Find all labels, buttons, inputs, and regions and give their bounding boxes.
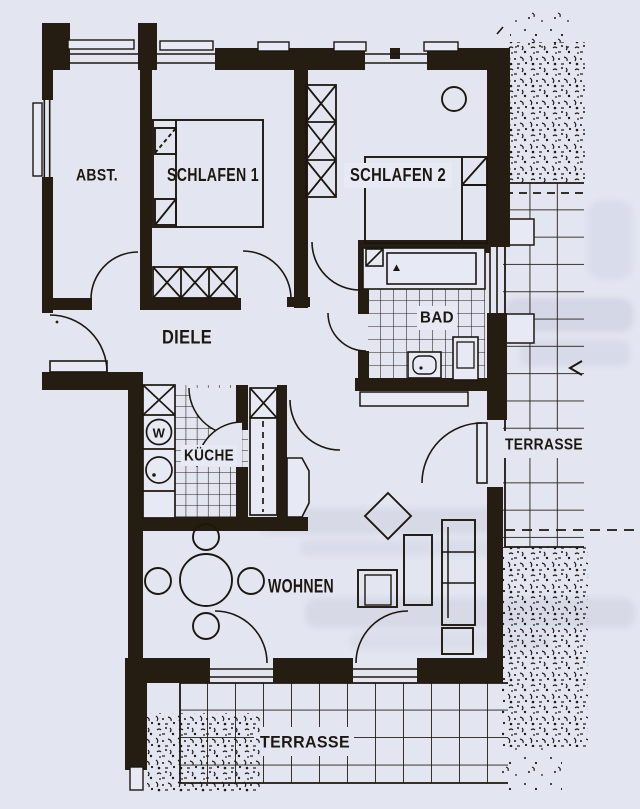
room-label-schlafen1: SCHLAFEN 1 xyxy=(167,165,259,185)
chair-icon xyxy=(237,567,265,595)
door-threshold xyxy=(210,668,417,678)
chair-icon xyxy=(192,523,220,551)
room-wohnen: WOHNEN xyxy=(144,491,476,655)
room-kueche: W KÜCHE xyxy=(142,384,310,519)
window xyxy=(32,100,51,177)
room-label-bg xyxy=(344,163,452,188)
armchair-seat xyxy=(364,574,392,606)
terrace-bottom-label: TERRASSE xyxy=(260,733,350,752)
terrace-door-right xyxy=(421,422,488,484)
room-label-kueche: KÜCHE xyxy=(184,446,234,465)
threshold-step xyxy=(359,391,469,407)
room-label-schlafen2: SCHLAFEN 2 xyxy=(350,165,446,185)
doors xyxy=(49,241,488,664)
terrace-door-arc xyxy=(214,610,268,664)
toilet-icon xyxy=(407,351,442,379)
dining-table-icon xyxy=(179,553,233,607)
terrace-bottom-label-bg xyxy=(254,727,354,756)
pillar-cap xyxy=(333,41,367,52)
terrace-right-label: TERRASSE xyxy=(505,437,583,454)
windows xyxy=(32,39,498,678)
armchair-diamond-icon xyxy=(363,491,413,541)
door-arc xyxy=(327,312,367,352)
bed-icon xyxy=(152,119,264,228)
planter-column xyxy=(125,658,147,770)
sink-icon xyxy=(452,336,479,381)
washing-machine-icon: W xyxy=(145,418,173,446)
kitchen-sink-icon xyxy=(145,456,173,484)
terrace-door-arc xyxy=(355,610,409,664)
bed-icon xyxy=(364,156,488,244)
window xyxy=(67,39,138,64)
armchair-icon xyxy=(357,569,398,608)
shrub-texture xyxy=(502,547,588,747)
kitchen-unit xyxy=(142,384,176,519)
wardrobe-icon xyxy=(152,266,238,299)
stool-icon xyxy=(441,86,467,112)
shrub-texture xyxy=(147,713,260,793)
chair-icon xyxy=(144,567,172,595)
room-schlafen1: SCHLAFEN 1 xyxy=(152,119,264,299)
room-label-bad: BAD xyxy=(420,310,454,327)
room-bad: BAD xyxy=(362,247,486,381)
washing-machine-label: W xyxy=(153,426,166,441)
door-arc xyxy=(90,251,139,300)
shrub-texture xyxy=(500,747,562,791)
terrace-right: TERRASSE xyxy=(502,182,637,548)
window-sill-outside xyxy=(503,313,535,344)
entrance-arrow-icon xyxy=(568,360,583,376)
room-label-bg xyxy=(417,306,457,330)
room-label-diele: DIELE xyxy=(162,328,212,349)
room-label-abst: ABST. xyxy=(76,166,118,185)
vegetation xyxy=(147,12,588,793)
heater-icon xyxy=(286,457,310,518)
pillar-cap xyxy=(257,41,290,52)
pillar-cap xyxy=(423,41,459,52)
door-arc xyxy=(242,250,292,300)
shrub-texture xyxy=(506,42,585,183)
tall-cabinet-icon xyxy=(249,387,278,516)
entry-door xyxy=(49,314,108,373)
side-table-icon xyxy=(441,627,474,655)
wardrobe-icon xyxy=(305,84,337,198)
door-swing-cutout xyxy=(189,388,236,435)
chair-icon xyxy=(192,612,220,640)
room-schlafen2: SCHLAFEN 2 xyxy=(305,84,488,244)
window xyxy=(365,53,427,64)
bathtub-icon xyxy=(362,247,486,290)
window xyxy=(489,247,498,313)
room-label-wohnen: WOHNEN xyxy=(268,577,334,598)
planter-end xyxy=(129,766,144,791)
sofa-icon xyxy=(441,519,476,626)
counter-x xyxy=(142,384,176,416)
door-arc xyxy=(289,399,341,451)
room-label-bg xyxy=(181,445,237,466)
sideboard-icon xyxy=(403,534,433,606)
window xyxy=(157,40,215,64)
terrace-right-label-bg xyxy=(502,431,586,458)
door-arc xyxy=(311,241,361,291)
scan-specks xyxy=(44,26,504,386)
